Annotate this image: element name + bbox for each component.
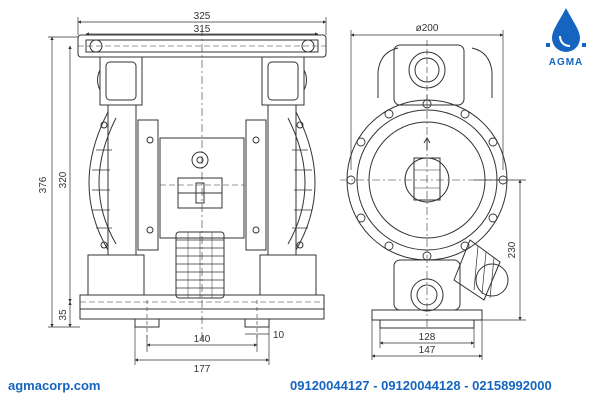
right-diaphragm-chamber <box>245 111 316 251</box>
dim-inlet-height: 230 <box>507 241 518 258</box>
diaphragm-chamber-side <box>340 95 514 330</box>
front-view <box>77 28 327 340</box>
dim-mount-spacing: 140 <box>194 334 211 345</box>
left-diaphragm-chamber <box>88 111 159 251</box>
dim-side-mount-spacing: 128 <box>419 332 436 343</box>
dim-overall-height: 376 <box>38 176 49 193</box>
suction-port <box>371 259 483 329</box>
dim-port-height: 320 <box>58 171 69 188</box>
water-drop-icon <box>546 8 586 52</box>
dim-port-diameter: ø200 <box>416 23 439 34</box>
left-column <box>97 56 143 256</box>
dim-foot-height: 35 <box>58 309 69 321</box>
dim-side-base-width: 147 <box>419 345 436 356</box>
side-view <box>340 40 514 330</box>
dim-base-width: 177 <box>194 364 211 375</box>
dim-overall-width: 325 <box>194 11 211 22</box>
dim-manifold-width: 315 <box>194 24 211 35</box>
website-link[interactable]: agmacorp.com <box>8 378 101 393</box>
discharge-port <box>377 40 493 106</box>
side-view-dimension-labels: ø200 230 128 147 <box>416 23 518 356</box>
phone-numbers: 09120044127 - 09120044128 - 02158992000 <box>290 378 552 393</box>
side-muffler <box>453 239 509 301</box>
front-view-dimension-labels: 325 315 376 320 35 140 177 10 <box>38 11 285 375</box>
right-column <box>261 56 307 256</box>
brand-logo-text: AGMA <box>548 57 584 68</box>
dim-slot-width: 10 <box>273 330 285 341</box>
bolt-circle <box>346 99 508 261</box>
exhaust-muffler <box>175 231 225 299</box>
mounting-feet <box>134 300 270 338</box>
front-view-dimensions <box>48 17 327 365</box>
side-view-dimensions <box>350 30 526 360</box>
